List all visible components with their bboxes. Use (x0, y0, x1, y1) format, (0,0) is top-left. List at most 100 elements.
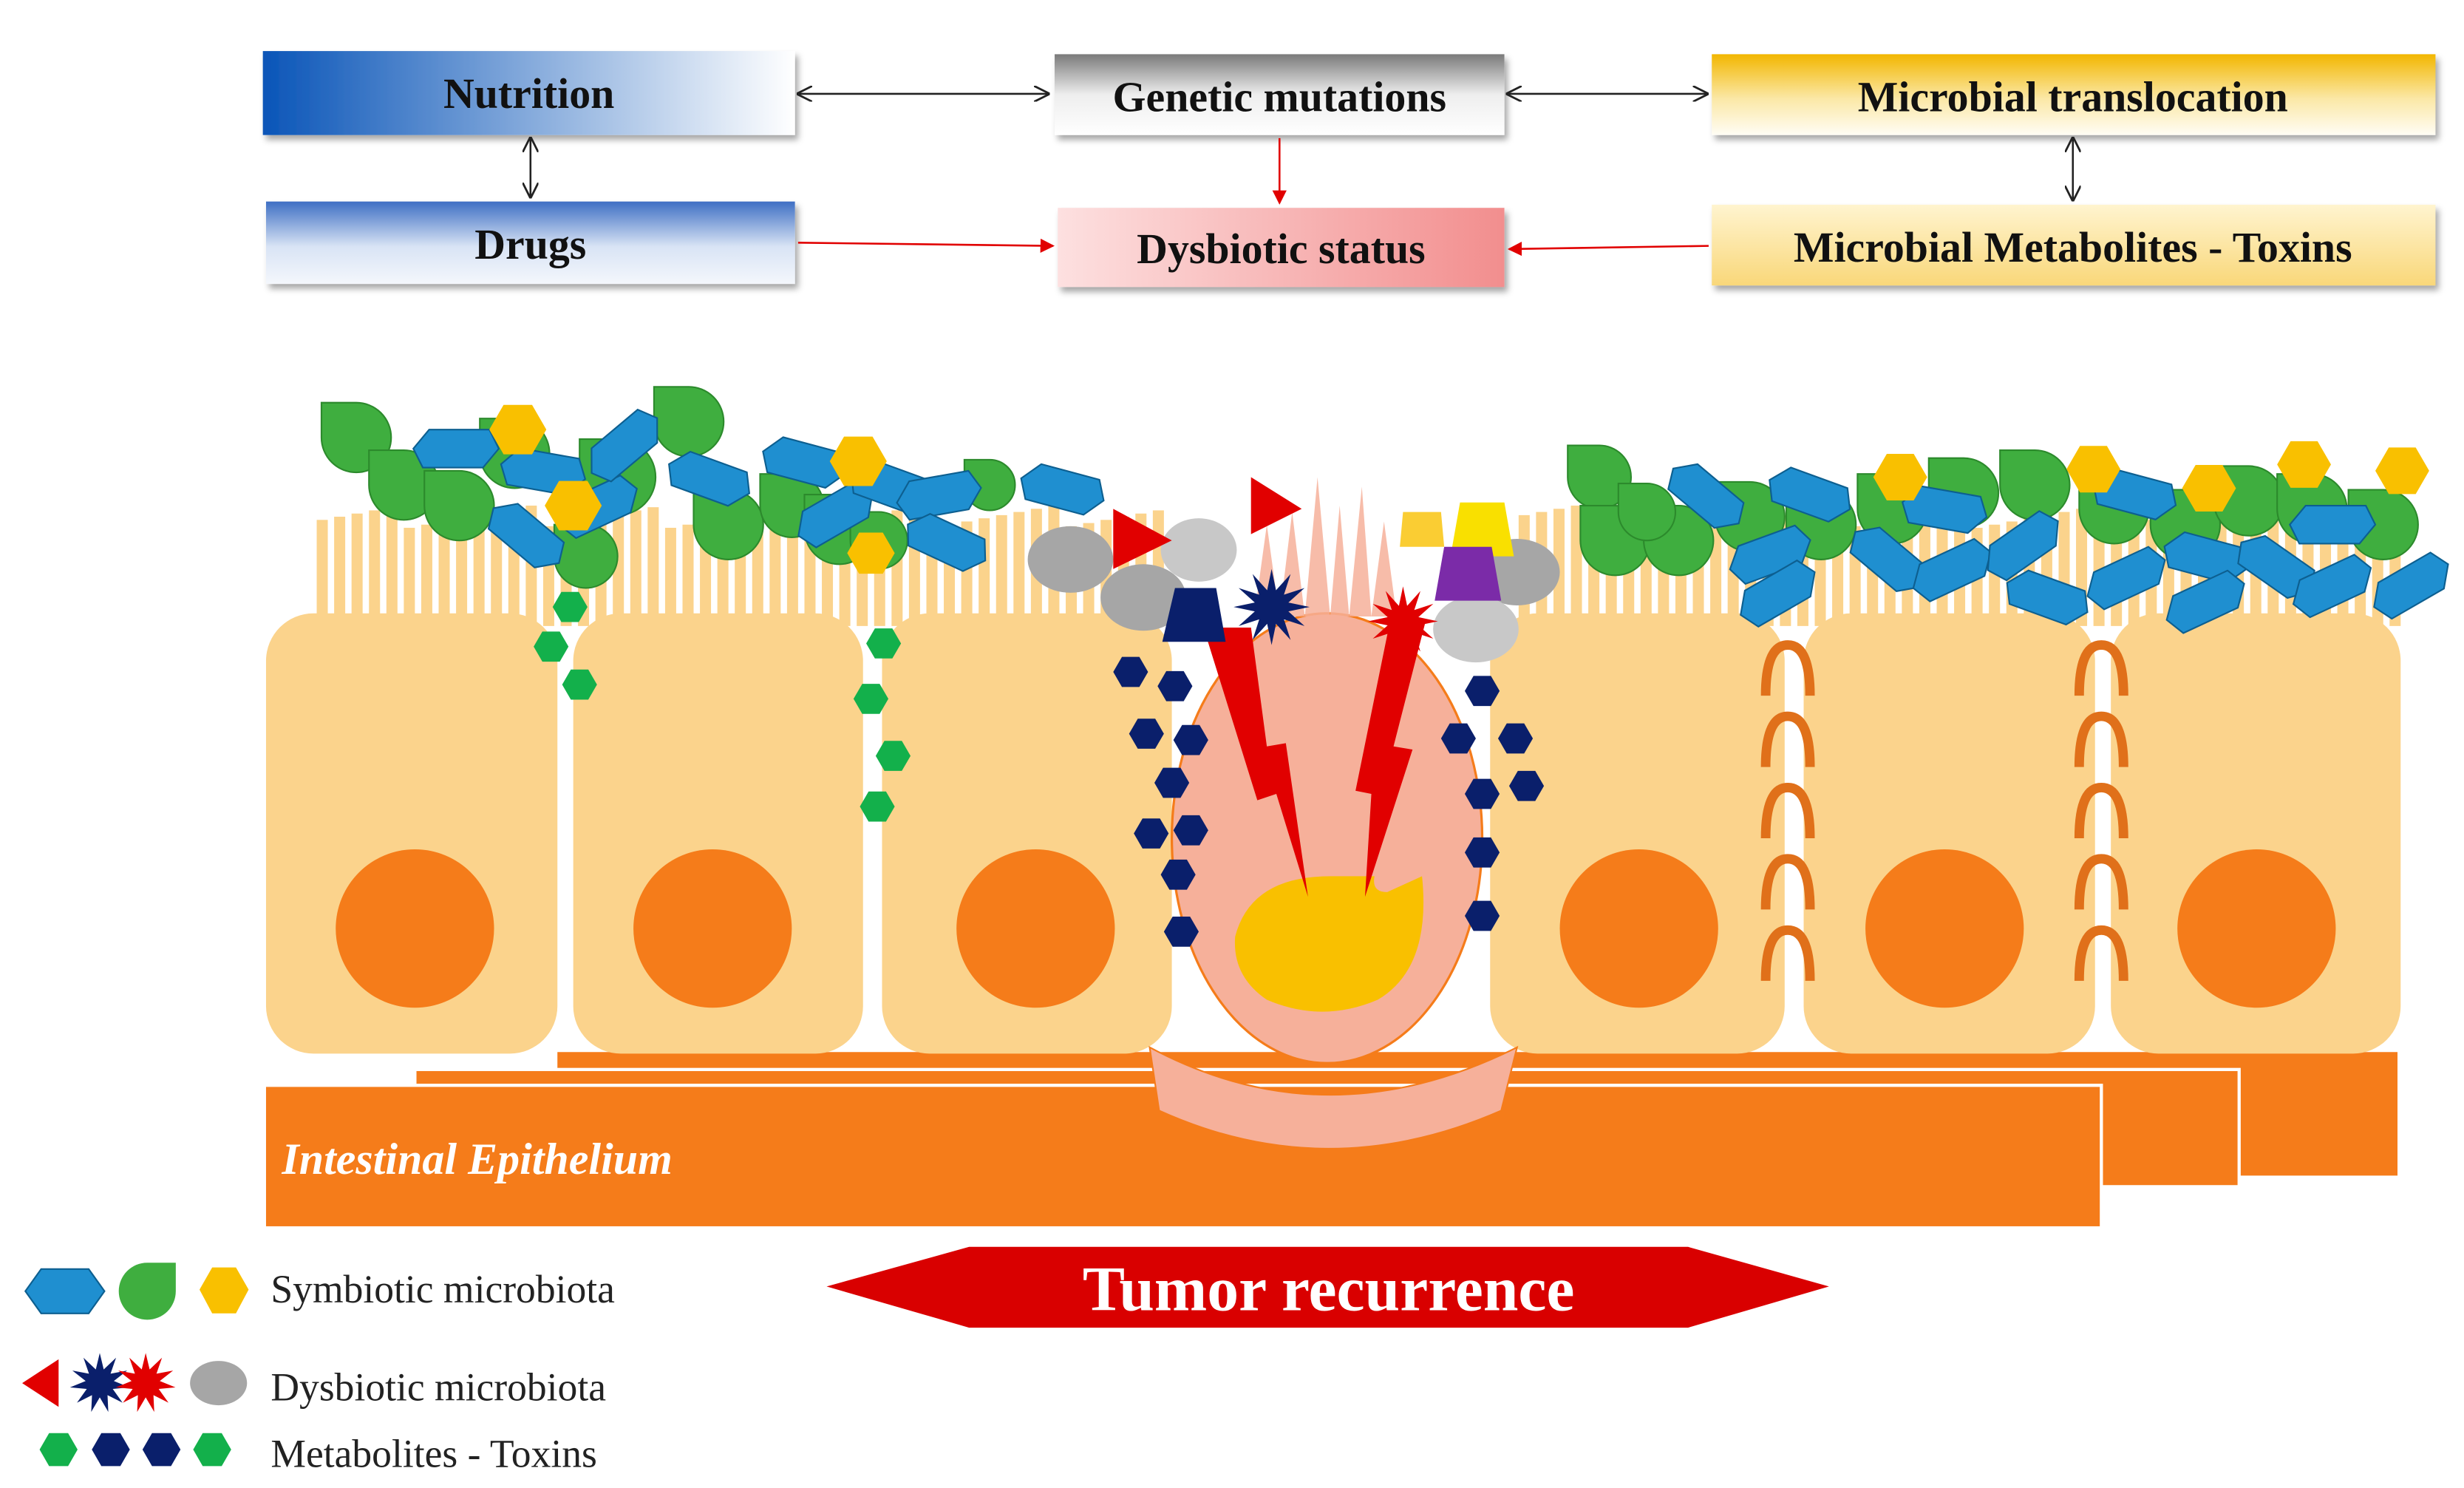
microvillus (682, 524, 694, 626)
legend-dysbiotic-label: Dysbiotic microbiota (270, 1365, 606, 1410)
blue-bacterium (1020, 463, 1105, 516)
arch (1760, 854, 1815, 910)
blue-bacterium (2373, 551, 2449, 620)
metabolite-hexagon (853, 684, 889, 714)
metabolite-hexagon (1508, 770, 1545, 801)
metabolite-hexagon (1154, 767, 1190, 798)
legend-dysbiotic-icons (21, 1353, 248, 1413)
blue-bacterium (412, 429, 500, 469)
microvillus (491, 512, 503, 626)
arch (2074, 854, 2128, 910)
drugs-label: Drugs (474, 220, 586, 268)
grey-bacterium (1100, 564, 1186, 631)
tumor-cell (1148, 477, 1519, 1149)
blue-bacterium (2086, 546, 2166, 611)
microvillus (404, 528, 415, 626)
cell-6 (1803, 613, 2095, 1054)
cell-2 (573, 613, 863, 1054)
metabolite-hexagon (1464, 837, 1500, 868)
arch (2074, 711, 2128, 767)
metabolite-hexagon (534, 631, 569, 662)
metabolite-hexagon-icon (92, 1433, 130, 1467)
arch (2074, 925, 2128, 981)
metabolite-hexagon (1464, 900, 1500, 931)
navy-trapezoid-bacterium (1162, 588, 1226, 642)
nutrition-box (262, 51, 795, 135)
arrow-metabolites-dysbiotic (1507, 242, 1709, 257)
arch (2074, 782, 2128, 839)
yellow-bacterium (2277, 441, 2332, 488)
blue-bacterium (2289, 504, 2377, 545)
legend-metabolites-label: Metabolites - Toxins (270, 1432, 596, 1476)
metabolite-hexagon-icon (142, 1433, 181, 1467)
green-bacterium (1999, 449, 2071, 521)
genetic-mutations-box (1055, 54, 1505, 135)
microbial-translocation-box (1712, 54, 2436, 135)
navy-star-bacterium (1233, 568, 1310, 645)
metabolite-hexagon (860, 791, 895, 822)
nucleus (1559, 849, 1718, 1008)
metabolite-hexagon (1160, 859, 1196, 890)
microvillus (386, 507, 398, 626)
green-bacterium (553, 523, 619, 589)
lightning-right (1355, 619, 1426, 897)
microvillus (664, 528, 676, 626)
yellow-trapezoid-bacterium (1450, 502, 1514, 557)
genetic-mutations-label: Genetic mutations (1113, 73, 1446, 121)
microvillus (996, 514, 1007, 626)
metabolite-hexagon-icon (193, 1433, 231, 1467)
metabolite-hexagon (1464, 676, 1500, 707)
blue-bacterium (668, 450, 751, 507)
red-star-bacterium (1368, 586, 1438, 656)
nucleus (2177, 849, 2336, 1008)
cell-7 (2111, 613, 2401, 1054)
yellow-bacterium (2375, 447, 2429, 495)
blue-hexagon-icon (24, 1268, 106, 1314)
tumor-nucleus (1234, 876, 1424, 1012)
microvillus (316, 520, 328, 626)
yellow-bacterium (847, 532, 895, 574)
dysbiotic-status-box (1058, 208, 1505, 288)
red-star-icon (115, 1353, 176, 1413)
tumor-recurrence-label: Tumor recurrence (1083, 1254, 1575, 1325)
blue-bacterium (1769, 466, 1851, 523)
microvillus (1710, 528, 1722, 626)
microvillus (438, 521, 450, 626)
navy-star-icon (69, 1353, 130, 1413)
green-bacterium (653, 386, 725, 458)
metabolite-hexagon (1134, 818, 1169, 849)
metabolite-hexagon (1173, 815, 1208, 846)
symbiotic-microbiota-layer (320, 386, 2449, 634)
yellow-hexagon-icon (199, 1267, 249, 1314)
blue-bacterium (487, 503, 565, 568)
dysbiotic-status-label: Dysbiotic status (1137, 225, 1425, 273)
microvillus (769, 509, 781, 626)
nutrition-label: Nutrition (443, 69, 614, 118)
metabolite-hexagon (1113, 656, 1148, 687)
metabolite-hexagon (1440, 723, 1476, 754)
microvillus (1570, 506, 1582, 626)
arch (1760, 925, 1815, 981)
metabolite-hexagon (1157, 670, 1193, 701)
microvillus (613, 513, 624, 626)
microbial-translocation-arches (1760, 640, 2128, 981)
nucleus (1865, 849, 2024, 1008)
metabolite-hexagon (1129, 718, 1164, 749)
blue-bacterium (1740, 559, 1816, 628)
yellow-bacterium (2182, 464, 2236, 512)
blue-bacterium (1667, 463, 1745, 529)
blue-bacterium (2165, 569, 2245, 634)
yellow-bacterium (545, 480, 602, 531)
legend-symbiotic-label: Symbiotic microbiota (270, 1267, 615, 1311)
arch (1760, 640, 1815, 696)
yellow-bacterium (489, 404, 547, 455)
cell-3 (882, 613, 1172, 1054)
nucleus (956, 849, 1115, 1008)
yellow-bacterium (829, 436, 887, 486)
flow-diagram: Nutrition Genetic mutations Microbial tr… (262, 51, 2436, 288)
microvillus (334, 517, 346, 626)
grey-ellipse-icon (190, 1361, 248, 1406)
blue-bacterium (2292, 554, 2372, 619)
metabolite-hexagon (1173, 724, 1208, 755)
nucleus (336, 849, 494, 1008)
